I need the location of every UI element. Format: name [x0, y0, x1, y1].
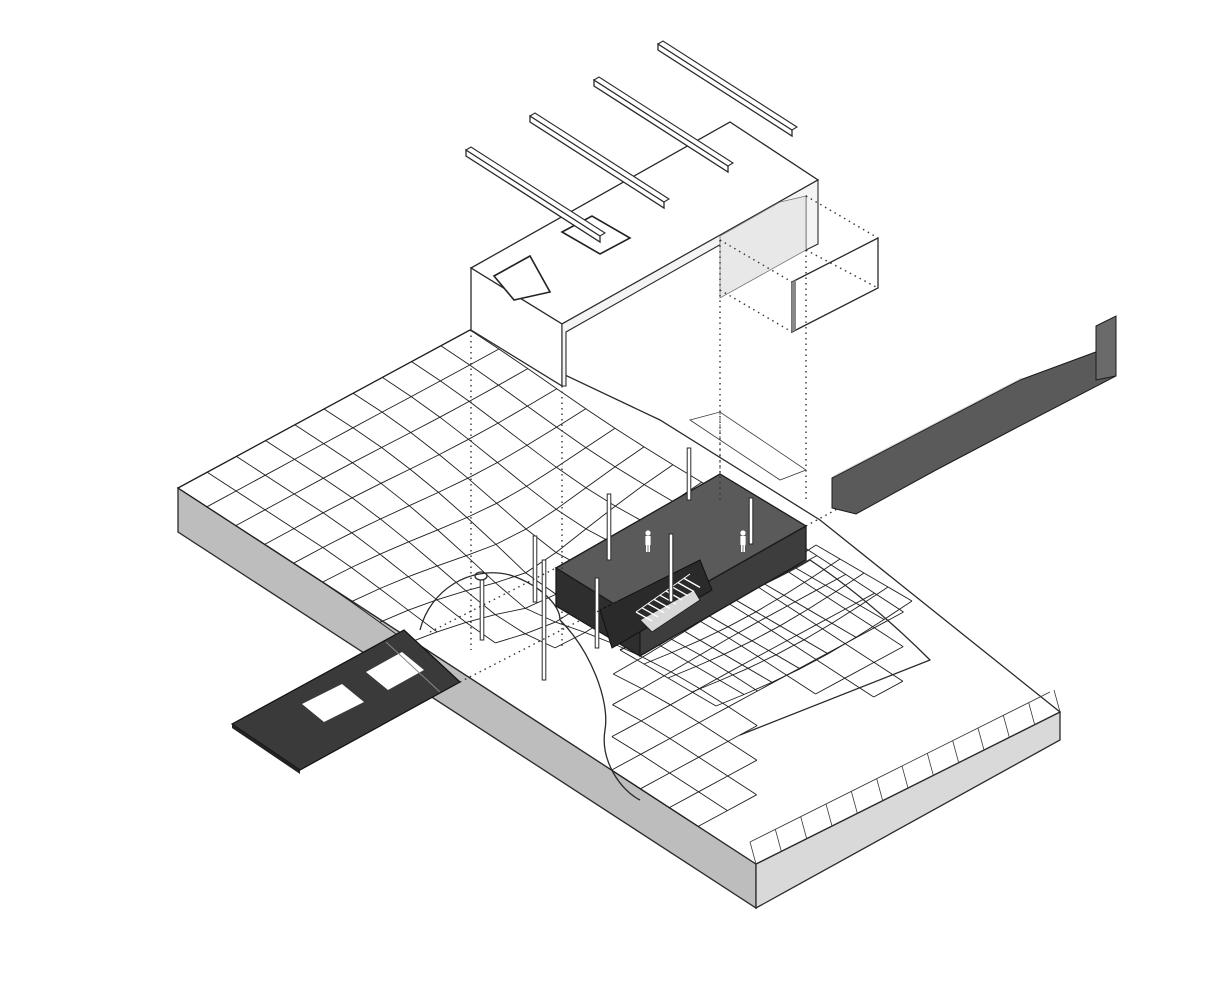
terrain-grid-line — [379, 464, 674, 623]
roof-beam-top — [528, 112, 671, 203]
roof-beam — [657, 42, 793, 138]
stair — [635, 573, 701, 633]
terrain-grid-line — [691, 586, 889, 693]
terrain-grid-line — [293, 408, 587, 564]
human-figure-1 — [645, 530, 651, 552]
roof-beam — [529, 114, 665, 210]
edge-tile-line — [749, 841, 757, 865]
column — [748, 497, 754, 545]
roof-beam — [593, 78, 729, 174]
terrain-grid-line — [640, 646, 904, 790]
edge-tile-line — [901, 765, 909, 789]
edge-tile-line — [774, 829, 782, 852]
boundary-fence — [831, 315, 1117, 515]
terrain-opening — [474, 571, 488, 581]
human-figure-2 — [740, 530, 746, 552]
roof-box — [469, 121, 820, 388]
terrain-grid-line — [643, 558, 841, 665]
column — [668, 533, 674, 603]
stair-rail — [635, 573, 691, 613]
glazing-strip — [719, 195, 807, 299]
terrain-grid-line — [669, 680, 904, 808]
edge-tile-line — [800, 816, 808, 839]
column — [479, 579, 485, 641]
edge-tile-line — [1053, 689, 1061, 713]
roof-beam — [465, 148, 601, 244]
pavilion-face-right — [639, 524, 807, 658]
edge-tile-line — [850, 791, 858, 814]
terrain-grid-line — [323, 408, 758, 692]
columns — [479, 447, 754, 681]
edge-tile-line — [1002, 715, 1010, 738]
edge-tile-line — [876, 778, 884, 801]
terrain-grid-line — [235, 368, 529, 526]
terrain-grid-line — [697, 794, 757, 827]
stair-step — [653, 598, 671, 610]
terrain-grid-line — [264, 388, 558, 545]
terrain-grid-line — [236, 456, 757, 796]
column — [606, 493, 612, 561]
terrain-grid-line — [612, 574, 846, 706]
stair-step — [677, 581, 695, 593]
roof-beam-top — [464, 146, 607, 237]
projection-lines — [429, 195, 879, 683]
pavilion-lower-floor — [599, 559, 713, 649]
stair-step — [647, 602, 665, 614]
edge-tile-line — [952, 740, 960, 763]
column — [594, 577, 600, 649]
edge-tile-line — [1028, 702, 1036, 725]
roof-beam-top — [656, 40, 799, 131]
stair-step — [635, 611, 653, 622]
edge-tile-line — [749, 691, 1051, 843]
edge-tile-line — [825, 803, 833, 827]
skylight-1 — [492, 254, 552, 301]
column — [686, 447, 692, 501]
terrain-grid-line — [177, 329, 471, 489]
stair-step — [665, 590, 683, 601]
detached-ramp-slab — [230, 629, 462, 774]
stair-step — [641, 607, 659, 618]
screen-panel — [791, 236, 879, 334]
stair-landing — [639, 589, 701, 633]
stair-step — [671, 586, 689, 597]
slab-edge-tiles — [749, 689, 1061, 865]
column — [532, 535, 538, 603]
terrain-grid-line — [611, 592, 875, 737]
terrain-grid-line — [715, 600, 913, 707]
stair-step — [683, 577, 701, 589]
terrain-grid-line — [350, 446, 645, 603]
edge-tile-line — [977, 727, 985, 751]
terrain-lip — [419, 572, 641, 801]
terrain-grid-line — [667, 572, 865, 679]
ramp-opening-1 — [302, 684, 364, 722]
stair-step — [659, 594, 677, 605]
column — [541, 559, 547, 681]
terrain-grid-line — [322, 427, 616, 583]
roof-beams — [464, 40, 799, 244]
terrain-grid-line — [206, 348, 500, 508]
edge-tile-line — [926, 753, 934, 776]
roof-beam-top — [592, 76, 735, 167]
ramp-opening-2 — [366, 652, 424, 690]
